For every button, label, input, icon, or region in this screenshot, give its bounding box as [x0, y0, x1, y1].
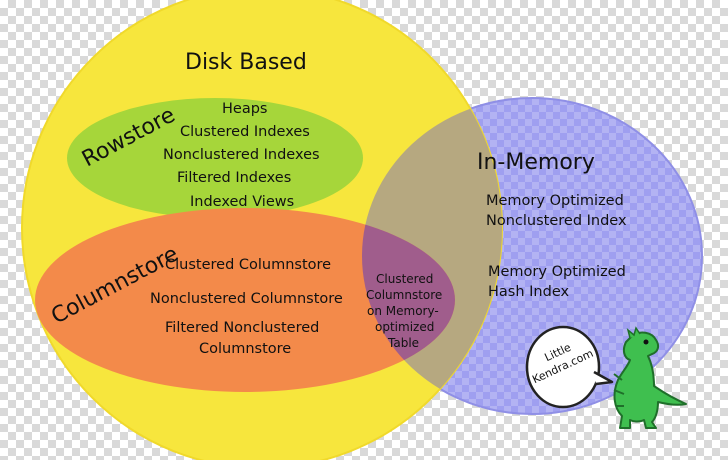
- disk-memory-overlap: [362, 98, 502, 414]
- rowstore-item-nonclustered: Nonclustered Indexes: [163, 147, 320, 163]
- rowstore-item-filtered: Filtered Indexes: [177, 170, 292, 186]
- overlap-line-2: Columnstore: [366, 288, 443, 302]
- overlap-line-4: optimized: [375, 320, 435, 334]
- speech-bubble: [525, 325, 614, 409]
- dinosaur-icon: [613, 326, 687, 429]
- memory-item-2-line-1: Memory Optimized: [488, 264, 626, 280]
- rowstore-ellipse: [67, 98, 363, 218]
- memory-item-1-line-1: Memory Optimized: [486, 193, 624, 209]
- columnstore-item-columnstore: Columnstore: [199, 341, 292, 357]
- columnstore-ellipse: [35, 208, 455, 392]
- overlap-line-1: Clustered: [376, 272, 434, 286]
- in-memory-title: In-Memory: [477, 150, 595, 175]
- rowstore-item-clustered: Clustered Indexes: [180, 124, 310, 140]
- memory-item-1-line-2: Nonclustered Index: [486, 213, 627, 229]
- columnstore-item-clustered: Clustered Columnstore: [165, 257, 332, 273]
- columnstore-item-filtered-nonclustered: Filtered Nonclustered: [165, 320, 320, 336]
- overlap-line-3: on Memory-: [367, 304, 439, 318]
- rowstore-item-heaps: Heaps: [222, 101, 268, 117]
- overlap-line-5: Table: [388, 336, 420, 350]
- disk-based-title: Disk Based: [185, 50, 307, 75]
- memory-item-2-line-2: Hash Index: [488, 284, 570, 300]
- rowstore-item-indexed-views: Indexed Views: [190, 194, 295, 210]
- columnstore-item-nonclustered: Nonclustered Columnstore: [150, 291, 343, 307]
